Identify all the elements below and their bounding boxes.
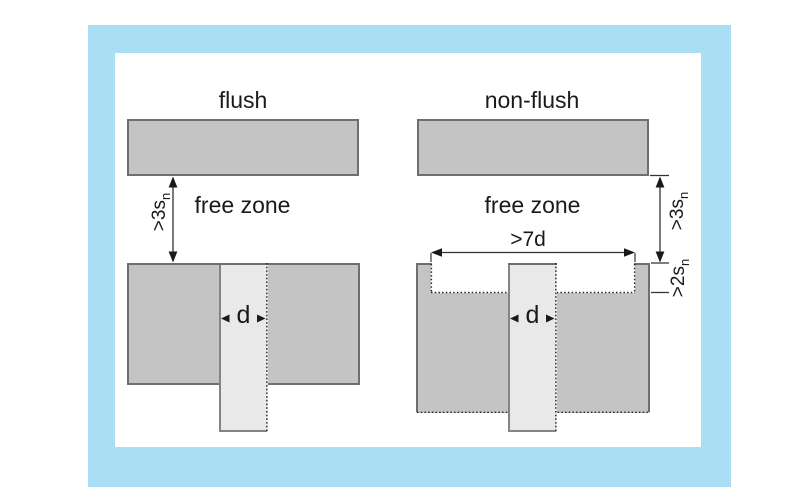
right-d-arrows bbox=[510, 314, 555, 323]
right-7d-dimension bbox=[430, 248, 636, 262]
right-d-label: d bbox=[525, 301, 540, 329]
right-3sn-dimension bbox=[650, 174, 669, 264]
figure-frame bbox=[88, 25, 731, 487]
left-sensor bbox=[219, 263, 268, 432]
left-3sn-dimension bbox=[168, 176, 178, 263]
left-top-plate bbox=[127, 119, 359, 176]
left-3sn-label: >3sn bbox=[149, 192, 173, 232]
left-d-label: d bbox=[236, 301, 251, 329]
right-top-plate bbox=[417, 119, 649, 176]
right-sensor bbox=[508, 263, 557, 432]
left-d-arrows bbox=[221, 314, 266, 323]
left-title: flush bbox=[218, 87, 268, 113]
right-2sn-label: >2sn bbox=[668, 258, 692, 298]
right-title: non-flush bbox=[484, 87, 580, 113]
right-free-zone-label: free zone bbox=[484, 192, 581, 218]
right-7d-label: >7d bbox=[510, 228, 546, 251]
left-free-zone-label: free zone bbox=[194, 192, 291, 218]
right-3sn-label: >3sn bbox=[667, 191, 691, 231]
